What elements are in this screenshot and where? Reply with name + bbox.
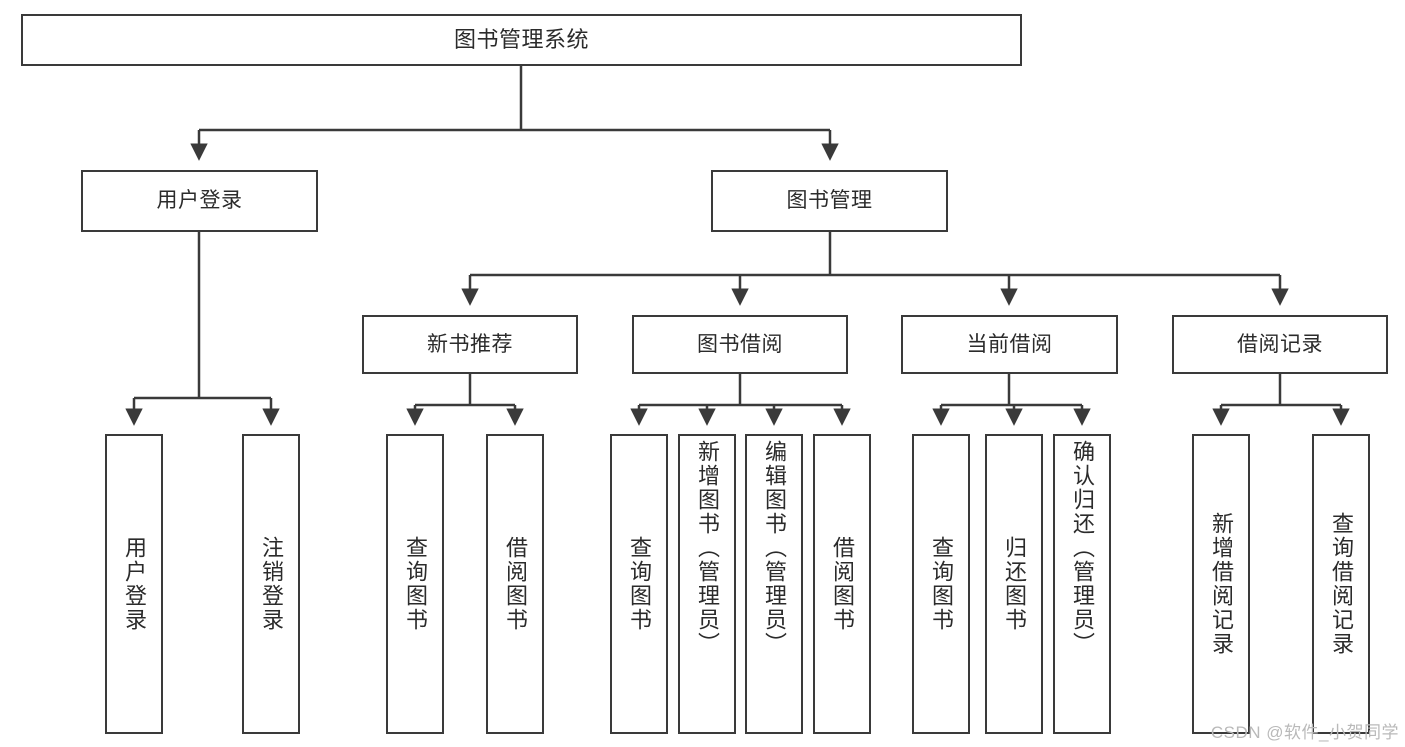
node-book-borrow[interactable]: 图书借阅 xyxy=(632,315,848,374)
node-leaf-query-book-3-label: 查询图书 xyxy=(929,536,954,632)
node-leaf-return-book[interactable]: 归还图书 xyxy=(985,434,1043,734)
node-leaf-edit-book-label: 编辑图书（管理员） xyxy=(762,440,787,656)
node-leaf-add-book-label: 新增图书（管理员） xyxy=(695,440,720,656)
node-leaf-query-record-label: 查询借阅记录 xyxy=(1329,512,1354,656)
node-leaf-return-book-label: 归还图书 xyxy=(1002,536,1027,632)
node-book-manage-label: 图书管理 xyxy=(786,189,873,213)
node-book-borrow-label: 图书借阅 xyxy=(697,332,783,356)
node-leaf-borrow-book-1[interactable]: 借阅图书 xyxy=(486,434,544,734)
node-leaf-add-book[interactable]: 新增图书（管理员） xyxy=(678,434,736,734)
node-leaf-confirm-return[interactable]: 确认归还（管理员） xyxy=(1053,434,1111,734)
node-user-login[interactable]: 用户登录 xyxy=(81,170,318,232)
node-leaf-logout[interactable]: 注销登录 xyxy=(242,434,300,734)
node-leaf-confirm-return-label: 确认归还（管理员） xyxy=(1070,440,1095,656)
node-current-borrow-label: 当前借阅 xyxy=(966,332,1053,356)
node-leaf-borrow-book-1-label: 借阅图书 xyxy=(503,536,528,632)
node-book-manage[interactable]: 图书管理 xyxy=(711,170,948,232)
node-leaf-user-login[interactable]: 用户登录 xyxy=(105,434,163,734)
node-root[interactable]: 图书管理系统 xyxy=(21,14,1022,66)
node-leaf-query-book-1-label: 查询图书 xyxy=(403,536,428,632)
node-leaf-query-book-1[interactable]: 查询图书 xyxy=(386,434,444,734)
node-current-borrow[interactable]: 当前借阅 xyxy=(901,315,1118,374)
node-leaf-add-record[interactable]: 新增借阅记录 xyxy=(1192,434,1250,734)
watermark: CSDN @软件_小贺同学 xyxy=(1210,723,1399,742)
node-leaf-logout-label: 注销登录 xyxy=(259,536,284,632)
node-leaf-query-book-2[interactable]: 查询图书 xyxy=(610,434,668,734)
node-leaf-query-book-3[interactable]: 查询图书 xyxy=(912,434,970,734)
node-user-login-label: 用户登录 xyxy=(156,189,243,213)
node-leaf-query-record[interactable]: 查询借阅记录 xyxy=(1312,434,1370,734)
node-leaf-query-book-2-label: 查询图书 xyxy=(627,536,652,632)
node-new-book-rec-label: 新书推荐 xyxy=(427,332,513,356)
node-borrow-record[interactable]: 借阅记录 xyxy=(1172,315,1388,374)
node-new-book-rec[interactable]: 新书推荐 xyxy=(362,315,578,374)
node-leaf-edit-book[interactable]: 编辑图书（管理员） xyxy=(745,434,803,734)
node-root-label: 图书管理系统 xyxy=(453,26,589,52)
node-leaf-borrow-book-2[interactable]: 借阅图书 xyxy=(813,434,871,734)
node-leaf-borrow-book-2-label: 借阅图书 xyxy=(830,536,855,632)
node-leaf-add-record-label: 新增借阅记录 xyxy=(1209,512,1234,656)
node-borrow-record-label: 借阅记录 xyxy=(1237,332,1323,356)
node-leaf-user-login-label: 用户登录 xyxy=(122,536,147,632)
